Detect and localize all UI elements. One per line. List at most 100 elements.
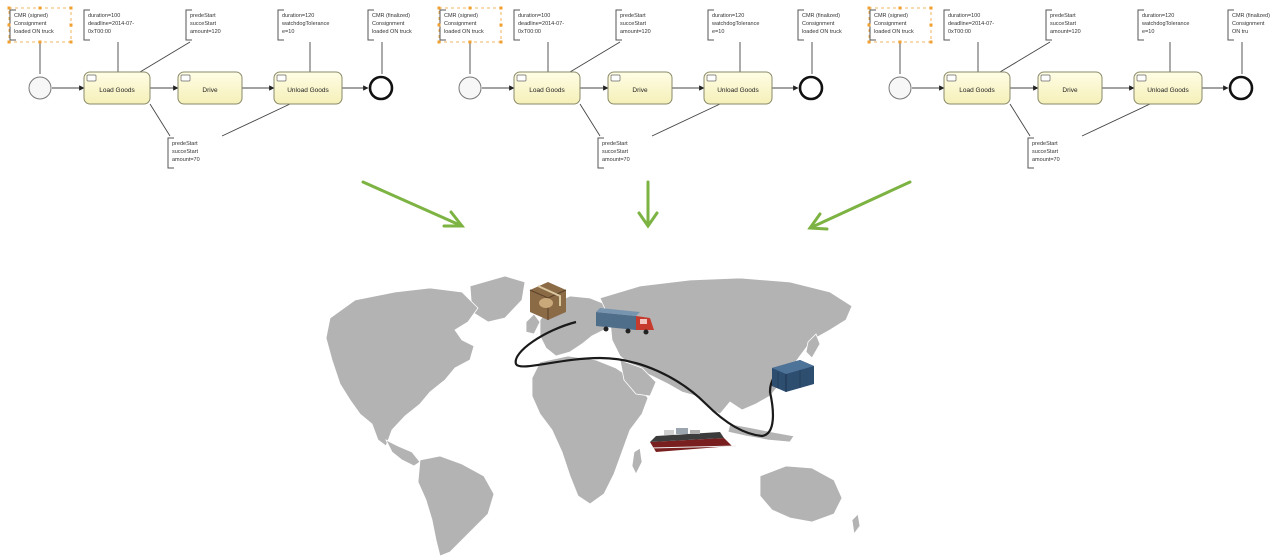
note-line: amount=120	[620, 29, 651, 35]
note-line: succeStart	[1050, 21, 1076, 27]
note-line: ON tru	[1232, 29, 1248, 35]
task-label: Load Goods	[959, 87, 995, 94]
flow-arrows	[361, 180, 912, 231]
south-america	[417, 455, 495, 557]
note-line: watchdogTolerance	[711, 21, 759, 27]
madagascar	[631, 447, 643, 475]
note-line: 0xT00:00	[948, 29, 971, 35]
note-line: loaded ON truck	[372, 29, 412, 35]
note-line: loaded ON truck	[444, 29, 484, 35]
end-event[interactable]	[1228, 75, 1254, 101]
green-arrow-center	[637, 180, 659, 229]
british-isles	[525, 313, 541, 335]
note-line: Consignment	[372, 21, 405, 27]
task-marker-icon	[276, 74, 287, 82]
note-line: e=10	[282, 29, 294, 35]
note-line: loaded ON truck	[874, 29, 914, 35]
central-america	[385, 439, 421, 467]
start-event[interactable]	[458, 76, 482, 100]
note-line: Consignment	[874, 21, 907, 27]
note-start[interactable]: CMR (signed) Consignment loaded ON truck	[867, 6, 933, 44]
task-marker-icon	[86, 74, 97, 82]
note-line: e=10	[712, 29, 724, 35]
note-line: duration=100	[948, 13, 980, 19]
note-line: predeStart	[620, 13, 646, 19]
task-load-goods[interactable]: Load Goods	[513, 71, 581, 105]
note-drive[interactable]: predeStart succeStart amount=120	[615, 9, 651, 41]
task-drive[interactable]: Drive	[177, 71, 243, 105]
task-drive[interactable]: Drive	[607, 71, 673, 105]
task-marker-icon	[180, 74, 191, 82]
note-unload[interactable]: duration=120 watchdogTolerance e=10	[277, 9, 329, 41]
note-line: CMR (finalized)	[372, 13, 410, 19]
note-line: duration=120	[1142, 13, 1174, 19]
truck-icon	[596, 308, 654, 335]
africa	[531, 355, 649, 505]
note-line: predeStart	[1050, 13, 1076, 19]
note-line: CMR (signed)	[874, 13, 908, 19]
note-line: deadline=2014-07-	[88, 21, 134, 27]
note-line: deadline=2014-07-	[948, 21, 994, 27]
start-event[interactable]	[28, 76, 52, 100]
task-marker-icon	[1136, 74, 1147, 82]
task-label: Unload Goods	[1147, 87, 1189, 94]
note-line: amount=70	[1032, 157, 1060, 163]
note-end[interactable]: CMR (finalized) Consignment loaded ON truc…	[367, 9, 412, 41]
task-marker-icon	[516, 74, 527, 82]
note-line: amount=120	[1050, 29, 1081, 35]
note-line: succeStart	[1032, 149, 1058, 155]
crate-icon	[529, 282, 567, 320]
note-line: predeStart	[190, 13, 216, 19]
note-load[interactable]: duration=100 deadline=2014-07- 0xT00:00	[943, 9, 994, 41]
green-arrow-left	[361, 180, 466, 228]
task-label: Drive	[1062, 87, 1078, 94]
note-line: succeStart	[190, 21, 216, 27]
indonesia	[727, 423, 795, 443]
note-line: CMR (signed)	[14, 13, 48, 19]
japan	[805, 333, 821, 359]
note-line: watchdogTolerance	[1141, 21, 1189, 27]
end-event[interactable]	[798, 75, 824, 101]
note-line: watchdogTolerance	[281, 21, 329, 27]
ship-icon	[649, 428, 737, 452]
note-drive[interactable]: predeStart succeStart amount=120	[1045, 9, 1081, 41]
task-marker-icon	[706, 74, 717, 82]
note-line: predeStart	[1032, 141, 1058, 147]
task-load-goods[interactable]: Load Goods	[943, 71, 1011, 105]
note-bottom[interactable]: predeStart succeStart amount=70	[1027, 137, 1060, 169]
note-line: succeStart	[172, 149, 198, 155]
task-drive[interactable]: Drive	[1037, 71, 1103, 105]
start-event[interactable]	[888, 76, 912, 100]
new-zealand	[851, 513, 861, 536]
shipping-route	[514, 320, 787, 438]
note-line: Consignment	[1232, 21, 1265, 27]
note-line: duration=100	[518, 13, 550, 19]
task-marker-icon	[610, 74, 621, 82]
task-marker-icon	[946, 74, 957, 82]
note-line: predeStart	[602, 141, 628, 147]
task-unload-goods[interactable]: Unload Goods	[1133, 71, 1203, 105]
task-load-goods[interactable]: Load Goods	[83, 71, 151, 105]
note-line: succeStart	[620, 21, 646, 27]
note-line: 0xT00:00	[88, 29, 111, 35]
note-line: CMR (finalized)	[802, 13, 840, 19]
task-marker-icon	[1040, 74, 1051, 82]
note-line: duration=120	[282, 13, 314, 19]
task-unload-goods[interactable]: Unload Goods	[273, 71, 343, 105]
task-unload-goods[interactable]: Unload Goods	[703, 71, 773, 105]
north-america	[325, 287, 479, 447]
end-event[interactable]	[368, 75, 394, 101]
task-label: Drive	[202, 87, 218, 94]
